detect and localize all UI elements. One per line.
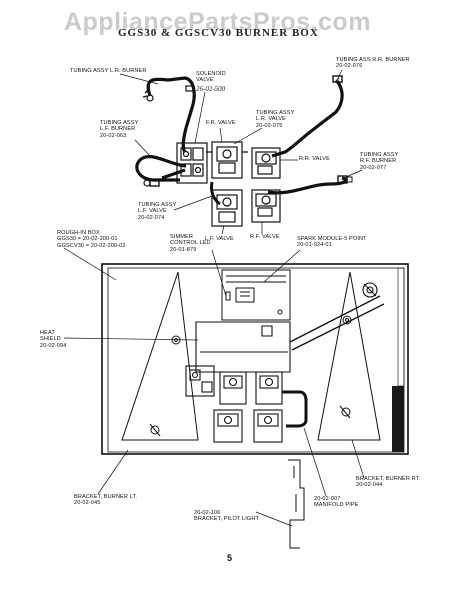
tubing-lf-burner — [135, 154, 187, 182]
lower-valve-cluster — [185, 365, 283, 443]
tubing-lr-burner — [146, 76, 196, 153]
label-fr-valve: F.R. VALVE — [206, 120, 236, 126]
label-tubing-lr-valve: TUBING ASSY L.R. VALVE 20-02-075 — [256, 110, 295, 129]
lf-valve — [211, 189, 243, 227]
label-tubing-lr-burner: TUBING ASSY L.R. BURNER — [70, 68, 147, 74]
tubing-rf-burner — [267, 176, 348, 195]
tubing-rr-burner — [271, 80, 344, 158]
label-bracket-pilot-light: 20-02-106 BRACKET, PILOT LIGHT — [194, 510, 259, 523]
simmer-control-led — [225, 291, 231, 301]
watermark: AppliancePartsPros.com — [64, 8, 371, 36]
label-tubing-lf-burner: TUBING ASSY L.F. BURNER 20-02-063 — [100, 120, 139, 139]
label-heat-shield: HEAT SHIELD 20-02-094 — [40, 330, 67, 349]
manifold-pipe — [282, 390, 308, 428]
solenoid-valve — [176, 142, 208, 184]
page-number: 5 — [227, 553, 233, 563]
label-solenoid-valve: SOLENOID VALVE — [196, 71, 226, 84]
label-manifold-pipe: 20-02-007 MANIFOLD PIPE — [314, 496, 359, 509]
label-rough-in-box: ROUGH-IN BOX GGS30 = 20-02-200-01 GGSCV3… — [57, 230, 126, 249]
spark-ignitor — [362, 282, 378, 298]
handwritten-part-number: 26-02-500 — [196, 85, 226, 93]
heat-shield — [195, 321, 291, 373]
label-rf-valve: R.F. VALVE — [250, 234, 280, 240]
rf-valve — [251, 189, 281, 223]
label-tubing-rf-burner: TUBING ASSY R.F. BURNER 20-02-077 — [360, 152, 399, 171]
label-simmer-control-led: SIMMER CONTROL LED 20-01-879 — [170, 234, 211, 253]
label-spark-module: SPARK MODULE-5 POINT 20-01-924-01 — [297, 236, 367, 249]
label-bracket-burner-rt: BRACKET, BURNER RT. 20-02-044 — [356, 476, 421, 489]
bracket-pilot-light — [288, 459, 305, 549]
fr-valve — [206, 141, 248, 179]
diagram-title: GGS30 & GGSCV30 BURNER BOX — [118, 27, 319, 39]
label-lf-valve: L.F. VALVE — [205, 236, 234, 242]
label-tubing-rr-burner: TUBING ASS R.R. BURNER 20-02-076 — [336, 57, 410, 70]
label-tubing-lf-valve: TUBING ASSY L.F. VALVE 20-02-074 — [138, 202, 177, 221]
spark-module — [221, 269, 291, 321]
label-rr-valve: R.R. VALVE — [299, 156, 330, 162]
tubing-lf-valve — [210, 181, 221, 206]
bracket-burner-lt — [121, 271, 199, 441]
rr-valve — [251, 147, 281, 179]
label-bracket-burner-lt: BRACKET, BURNER LT. 20-02-045 — [74, 494, 138, 507]
rough-in-box — [101, 263, 409, 455]
